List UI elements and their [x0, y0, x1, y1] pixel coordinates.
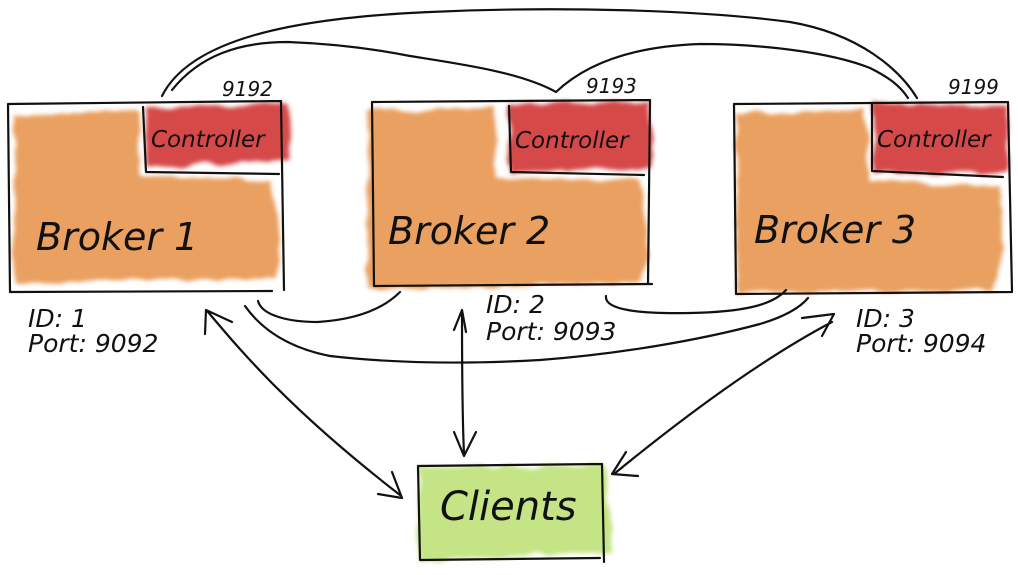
- link-controller1-controller2: [170, 40, 558, 94]
- clients-fill: [418, 466, 612, 560]
- link-broker3-clients[interactable]: [612, 320, 834, 476]
- broker-2-label: Broker 2: [388, 209, 550, 253]
- broker-2[interactable]: 9193 Controller Broker 2 ID: 2 Port: 909…: [368, 74, 654, 346]
- link-broker1-broker3: [243, 296, 810, 364]
- broker-3[interactable]: 9199 Controller Broker 3 ID: 3 Port: 909…: [732, 75, 1014, 358]
- controller-1-label: Controller: [151, 127, 266, 153]
- link-controller2-controller3: [554, 42, 910, 100]
- arrow-head-broker3-end: [800, 312, 836, 338]
- arrow-head-broker1-end: [203, 308, 234, 336]
- controller-quorum-links: [160, 8, 919, 100]
- broker-3-id: ID: 3: [856, 304, 915, 333]
- link-broker2-broker3: [604, 288, 788, 315]
- controller-1-box: [141, 105, 281, 176]
- broker-3-port: Port: 9094: [856, 329, 986, 358]
- broker-1-port: Port: 9092: [28, 329, 158, 358]
- link-broker2-clients[interactable]: [460, 310, 466, 456]
- arrow-head-clients-left: [376, 470, 404, 500]
- broker-1-id: ID: 1: [28, 304, 87, 333]
- controller-3-port: 9199: [948, 75, 999, 99]
- clients-box: [416, 462, 606, 564]
- controller-2-fill: [508, 102, 652, 172]
- broker-3-box: [732, 100, 1014, 296]
- clients-label: Clients: [440, 484, 577, 530]
- clients[interactable]: Clients: [416, 462, 612, 564]
- broker-1-label: Broker 1: [36, 215, 198, 259]
- arrow-head-clients-top: [452, 430, 478, 458]
- broker-3-label: Broker 3: [754, 208, 916, 252]
- broker-links: [243, 288, 810, 364]
- broker-2-fill: [368, 108, 648, 288]
- link-broker1-broker2: [256, 290, 402, 324]
- broker-2-port: Port: 9093: [486, 317, 616, 346]
- broker-3-fill: [736, 110, 1004, 292]
- broker-1[interactable]: 9192 Controller Broker 1 ID: 1 Port: 909…: [6, 77, 290, 358]
- controller-1-fill: [146, 104, 290, 166]
- link-controller1-controller3-outer: [160, 8, 919, 100]
- arrow-head-clients-right: [610, 450, 640, 478]
- controller-3-box: [870, 102, 1005, 179]
- link-broker1-clients[interactable]: [206, 310, 402, 497]
- controller-2-port: 9193: [586, 74, 637, 98]
- controller-1-port: 9192: [222, 77, 273, 101]
- broker-1-box: [6, 99, 286, 294]
- client-links: [203, 308, 836, 500]
- broker-2-box: [370, 98, 654, 288]
- controller-3-label: Controller: [877, 127, 992, 153]
- broker-1-fill: [14, 112, 280, 282]
- arrow-head-broker2-end: [452, 308, 468, 334]
- controller-3-fill: [874, 102, 1008, 174]
- controller-2-label: Controller: [515, 128, 630, 154]
- broker-2-id: ID: 2: [486, 290, 545, 319]
- controller-2-box: [507, 104, 646, 177]
